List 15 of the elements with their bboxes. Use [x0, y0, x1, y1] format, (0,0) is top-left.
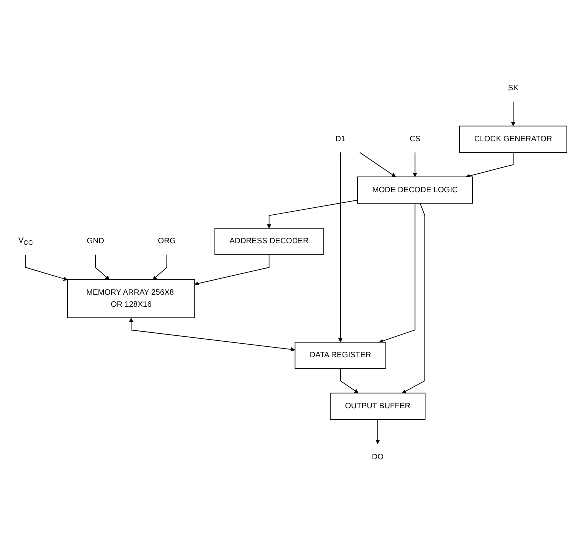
arrow	[267, 200, 358, 229]
arrow	[413, 152, 418, 178]
arrow	[338, 152, 343, 343]
arrow	[26, 255, 68, 282]
arrow	[511, 101, 516, 126]
arrow	[402, 203, 426, 394]
arrow	[340, 368, 359, 394]
arrow	[194, 254, 270, 286]
arrow	[379, 203, 416, 344]
arrow	[129, 318, 296, 352]
arrow	[95, 254, 110, 280]
arrow	[466, 152, 514, 178]
arrow	[360, 152, 396, 178]
arrow	[376, 419, 380, 444]
arrow	[152, 254, 168, 280]
